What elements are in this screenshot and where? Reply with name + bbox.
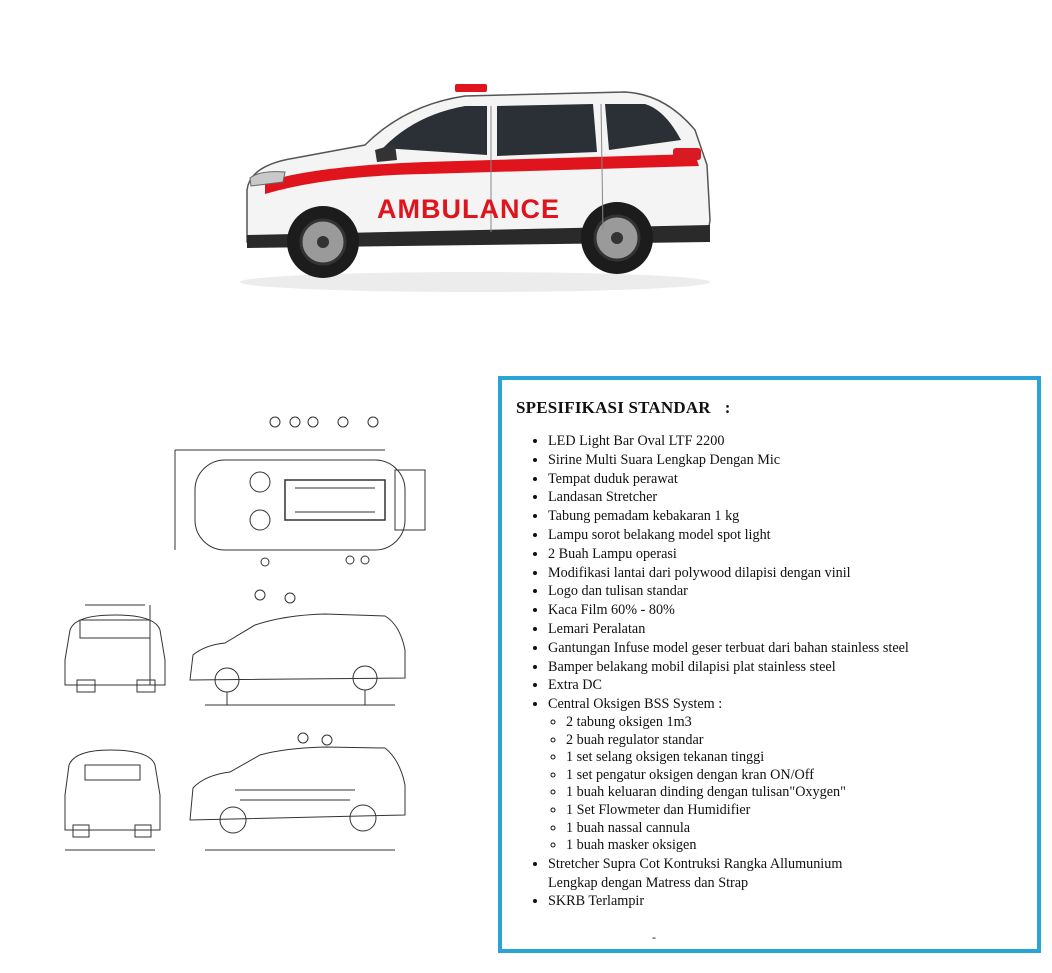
ambulance-text: AMBULANCE xyxy=(377,194,560,224)
list-item-stretcher: Stretcher Supra Cot Kontruksi Rangka All… xyxy=(548,855,1023,893)
sub-list-item: 2 buah regulator standar xyxy=(566,732,1023,750)
list-item: SKRB Terlampir xyxy=(548,892,1023,911)
list-item: Tabung pemadam kebakaran 1 kg xyxy=(548,507,1023,526)
list-item: 2 Buah Lampu operasi xyxy=(548,545,1023,564)
footer-mark: - xyxy=(652,930,656,944)
side-view-drawing xyxy=(189,589,406,706)
list-item: Extra DC xyxy=(548,676,1023,695)
spec-title-text: SPESIFIKASI STANDAR xyxy=(516,398,711,417)
spec-title-colon: : xyxy=(724,398,731,417)
sub-list-item: 1 set pengatur oksigen dengan kran ON/Of… xyxy=(566,767,1023,785)
sub-list-item: 1 buah keluaran dinding dengan tulisan"O… xyxy=(566,784,1023,802)
list-item: Lemari Peralatan xyxy=(548,620,1023,639)
ambulance-photo: AMBULANCE xyxy=(240,84,711,292)
rear-view-drawing xyxy=(64,749,161,851)
top-view-drawing xyxy=(174,416,426,567)
stretcher-line-2: Lengkap dengan Matress dan Strap xyxy=(548,874,749,891)
front-view-drawing xyxy=(64,604,166,693)
spec-list: LED Light Bar Oval LTF 2200 Sirine Multi… xyxy=(516,432,1023,911)
list-item-oxygen: Central Oksigen BSS System : 2 tabung ok… xyxy=(548,695,1023,855)
stretcher-line-1: Stretcher Supra Cot Kontruksi Rangka All… xyxy=(548,855,843,872)
spec-title: SPESIFIKASI STANDAR: xyxy=(516,398,1023,418)
list-item: Kaca Film 60% - 80% xyxy=(548,601,1023,620)
cutaway-view-drawing xyxy=(189,732,406,851)
oxygen-label: Central Oksigen BSS System : xyxy=(548,696,723,713)
sub-list-item: 1 set selang oksigen tekanan tinggi xyxy=(566,749,1023,767)
list-item: Lampu sorot belakang model spot light xyxy=(548,526,1023,545)
list-item: Modifikasi lantai dari polywood dilapisi… xyxy=(548,564,1023,583)
sub-list-item: 1 Set Flowmeter dan Humidifier xyxy=(566,802,1023,820)
list-item: Landasan Stretcher xyxy=(548,488,1023,507)
spec-box: SPESIFIKASI STANDAR: LED Light Bar Oval … xyxy=(498,376,1041,953)
list-item: LED Light Bar Oval LTF 2200 xyxy=(548,432,1023,451)
sub-list-item: 2 tabung oksigen 1m3 xyxy=(566,714,1023,732)
list-item: Gantungan Infuse model geser terbuat dar… xyxy=(548,639,1023,658)
sub-list-item: 1 buah masker oksigen xyxy=(566,837,1023,855)
list-item: Sirine Multi Suara Lengkap Dengan Mic xyxy=(548,451,1023,470)
list-item: Bamper belakang mobil dilapisi plat stai… xyxy=(548,658,1023,677)
list-item: Tempat duduk perawat xyxy=(548,470,1023,489)
sub-list-item: 1 buah nassal cannula xyxy=(566,820,1023,838)
oxygen-sublist: 2 tabung oksigen 1m3 2 buah regulator st… xyxy=(548,714,1023,855)
list-item: Logo dan tulisan standar xyxy=(548,582,1023,601)
technical-drawing xyxy=(64,416,426,851)
